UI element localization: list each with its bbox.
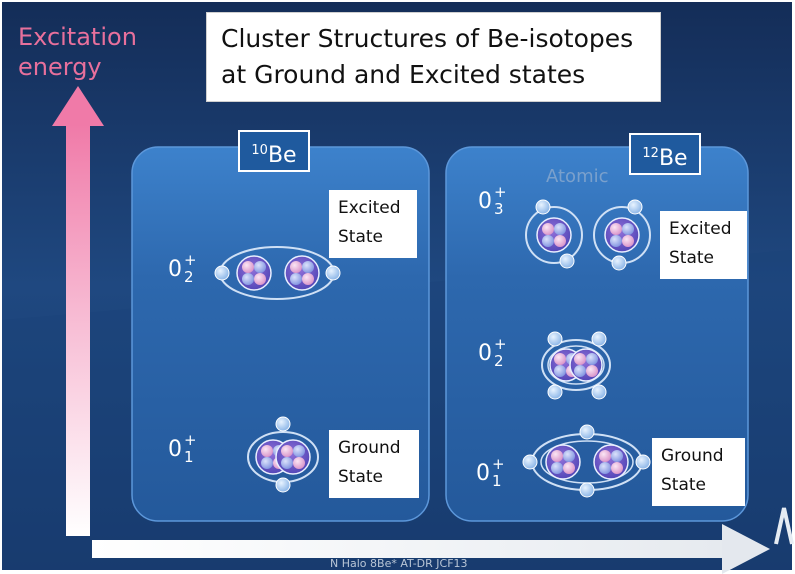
state-sub: 2 [494, 352, 504, 370]
axis-label-line-1: Excitation [18, 23, 137, 51]
state-label-12be-0plus3: 0+3 [478, 184, 507, 218]
faded-atomic-label: Atomic [546, 166, 609, 187]
cluster-12be-excited [525, 199, 651, 271]
note-line-2: State [338, 467, 383, 487]
cluster-10be-excited [214, 246, 341, 300]
axis-label-line-2: energy [18, 53, 102, 81]
horizontal-arrow [92, 524, 770, 574]
isotope-mass-10: 10 [251, 143, 268, 158]
state-label-10be-0plus2: 0+2 [168, 252, 197, 286]
state-sup: + [184, 251, 197, 269]
state-base: 0 [478, 188, 492, 214]
title-line-1: Cluster Structures of Be-isotopes [221, 24, 634, 53]
isotope-symbol: Be [267, 143, 297, 168]
footer-credit: N Halo 8Be* AT-DR JCF13 [330, 557, 468, 570]
lambda-glyph [774, 507, 794, 545]
cluster-12be-middle [541, 331, 611, 400]
state-sup: + [184, 431, 197, 449]
note-line-1: Ground [338, 438, 401, 458]
state-sub: 1 [184, 448, 194, 466]
note-10be-ground: Ground State [329, 430, 419, 498]
isotope-symbol: Be [658, 146, 688, 171]
note-line-1: Excited [338, 198, 401, 218]
state-sub: 1 [492, 472, 502, 490]
isotope-label-10be: 10Be [238, 130, 310, 172]
note-line-2: State [661, 475, 706, 495]
state-base: 0 [478, 340, 492, 366]
note-line-1: Ground [661, 446, 724, 466]
state-sub: 2 [184, 268, 194, 286]
note-line-1: Excited [669, 219, 732, 239]
title-line-2: at Ground and Excited states [221, 60, 586, 89]
state-label-12be-0plus1: 0+1 [476, 456, 505, 490]
state-base: 0 [168, 436, 182, 462]
state-base: 0 [476, 460, 490, 486]
note-12be-ground: Ground State [652, 438, 745, 506]
cluster-12be-ground [522, 424, 651, 498]
note-line-2: State [669, 248, 714, 268]
state-sub: 3 [494, 200, 504, 218]
title-box: Cluster Structures of Be-isotopes at Gro… [206, 12, 661, 102]
note-12be-excited: Excited State [660, 211, 747, 279]
excitation-energy-label: Excitation energy [18, 22, 137, 82]
cluster-10be-ground [247, 416, 319, 493]
state-label-10be-0plus1: 0+1 [168, 432, 197, 466]
state-base: 0 [168, 256, 182, 282]
state-sup: + [492, 455, 505, 473]
state-sup: + [494, 183, 507, 201]
note-10be-excited: Excited State [329, 190, 417, 258]
note-line-2: State [338, 227, 383, 247]
isotope-label-12be: 12Be [629, 133, 701, 175]
state-label-12be-0plus2: 0+2 [478, 336, 507, 370]
isotope-mass-12: 12 [642, 146, 659, 161]
state-sup: + [494, 335, 507, 353]
vertical-energy-arrow [52, 86, 104, 536]
